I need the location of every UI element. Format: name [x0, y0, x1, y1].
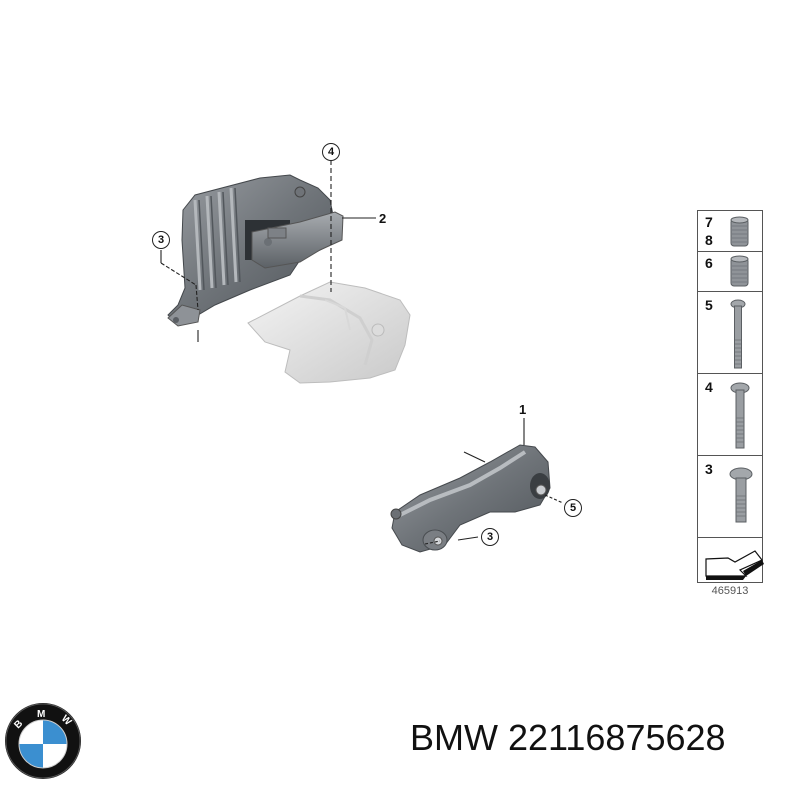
leader-lines-upper — [160, 160, 376, 342]
label-1-lower: 1 — [519, 402, 527, 417]
label-5: 5 — [705, 297, 713, 313]
callout-3-upper: 3 — [152, 231, 170, 249]
leader-lines-lower — [424, 418, 564, 545]
threaded-sleeve-icon — [730, 255, 749, 287]
callout-4-upper: 4 — [322, 143, 340, 161]
diagram-reference-number: 465913 — [711, 585, 749, 597]
label-2-upper: 2 — [379, 211, 387, 226]
long-bolt-icon — [730, 299, 746, 369]
label-4: 4 — [705, 379, 713, 395]
label-8: 8 — [705, 232, 713, 248]
hardware-row-4: 4 — [698, 374, 762, 456]
hardware-row-7-8: 7 8 — [698, 211, 762, 252]
engine-mount — [167, 174, 344, 327]
label-3: 3 — [705, 461, 713, 477]
callout-5-lower: 5 — [564, 499, 582, 517]
part-number-title: BMW 22116875628 — [410, 717, 726, 758]
callout-3-lower: 3 — [481, 528, 499, 546]
hardware-row-6: 6 — [698, 252, 762, 292]
hardware-panel: 7 8 6 5 4 3 — [697, 210, 764, 583]
label-7: 7 — [705, 214, 713, 230]
medium-bolt-icon — [730, 382, 750, 449]
bmw-logo: B M W — [5, 703, 81, 779]
hardware-row-arrow — [698, 538, 764, 582]
mount-bracket — [247, 281, 411, 384]
torque-rod — [390, 444, 551, 553]
short-flange-bolt-icon — [729, 467, 753, 523]
direction-arrow-icon — [705, 550, 764, 580]
label-6: 6 — [705, 255, 713, 271]
hardware-row-3: 3 — [698, 456, 762, 538]
hardware-row-5: 5 — [698, 292, 762, 374]
bmw-logo-letter-m: M — [37, 709, 45, 720]
threaded-sleeve-icon — [730, 216, 749, 247]
